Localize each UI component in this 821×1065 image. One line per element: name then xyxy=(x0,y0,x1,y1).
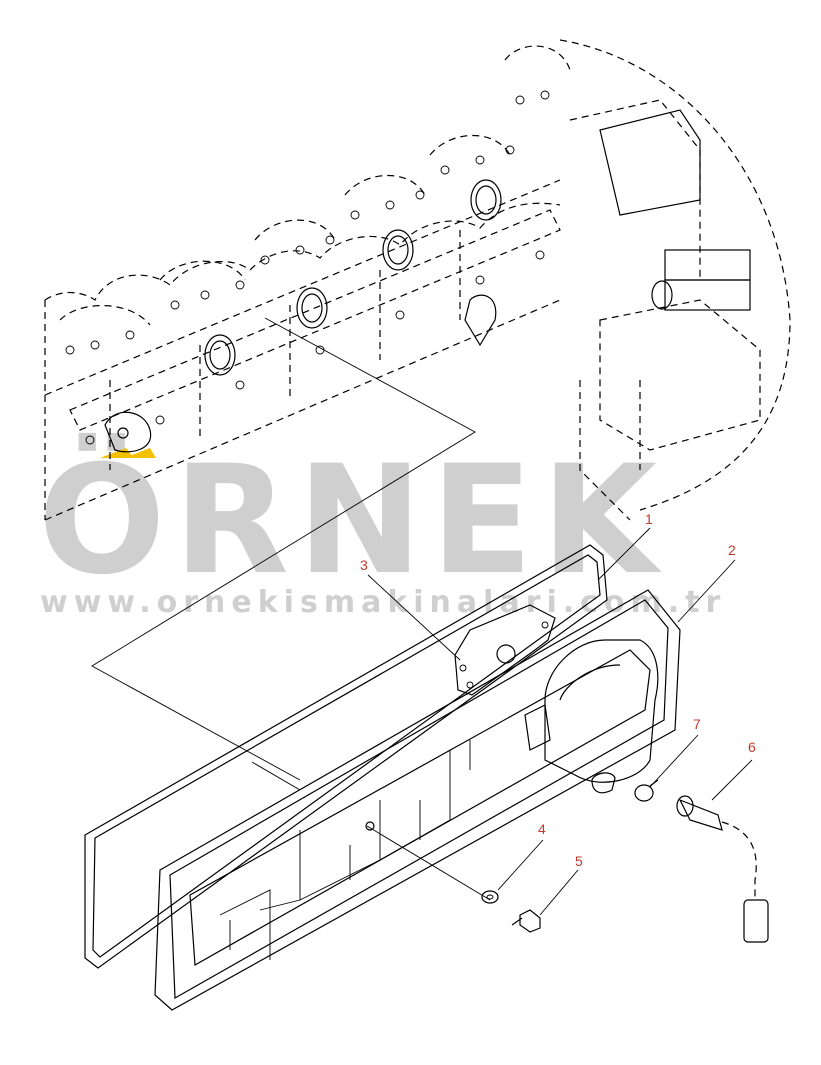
clamp-part-7 xyxy=(634,779,659,802)
watermark-brand: ÖRNEK xyxy=(38,432,665,608)
callout-3: 3 xyxy=(360,557,368,573)
watermark-logo-accent xyxy=(100,448,156,458)
callouts: 1 2 3 4 5 6 7 xyxy=(360,511,756,916)
gasket-part-1 xyxy=(84,544,608,969)
watermark-url: www.ornekismakinalari.com.tr xyxy=(40,585,726,620)
valve-cover-part-2 xyxy=(154,589,681,1011)
projection-lines xyxy=(91,317,491,901)
callout-4: 4 xyxy=(538,821,546,837)
engine-block xyxy=(44,39,791,521)
callout-7: 7 xyxy=(693,716,701,732)
callout-6: 6 xyxy=(748,739,756,755)
hose-part-6 xyxy=(676,795,769,943)
callout-2: 2 xyxy=(728,542,736,558)
bolt-part-5 xyxy=(511,909,541,933)
gasket-plate-part-3 xyxy=(454,604,556,696)
washer-part-4 xyxy=(481,890,499,904)
callout-5: 5 xyxy=(575,853,583,869)
watermark: ÖRNEK www.ornekismakinalari.com.tr xyxy=(38,432,726,620)
callout-1: 1 xyxy=(645,511,653,527)
